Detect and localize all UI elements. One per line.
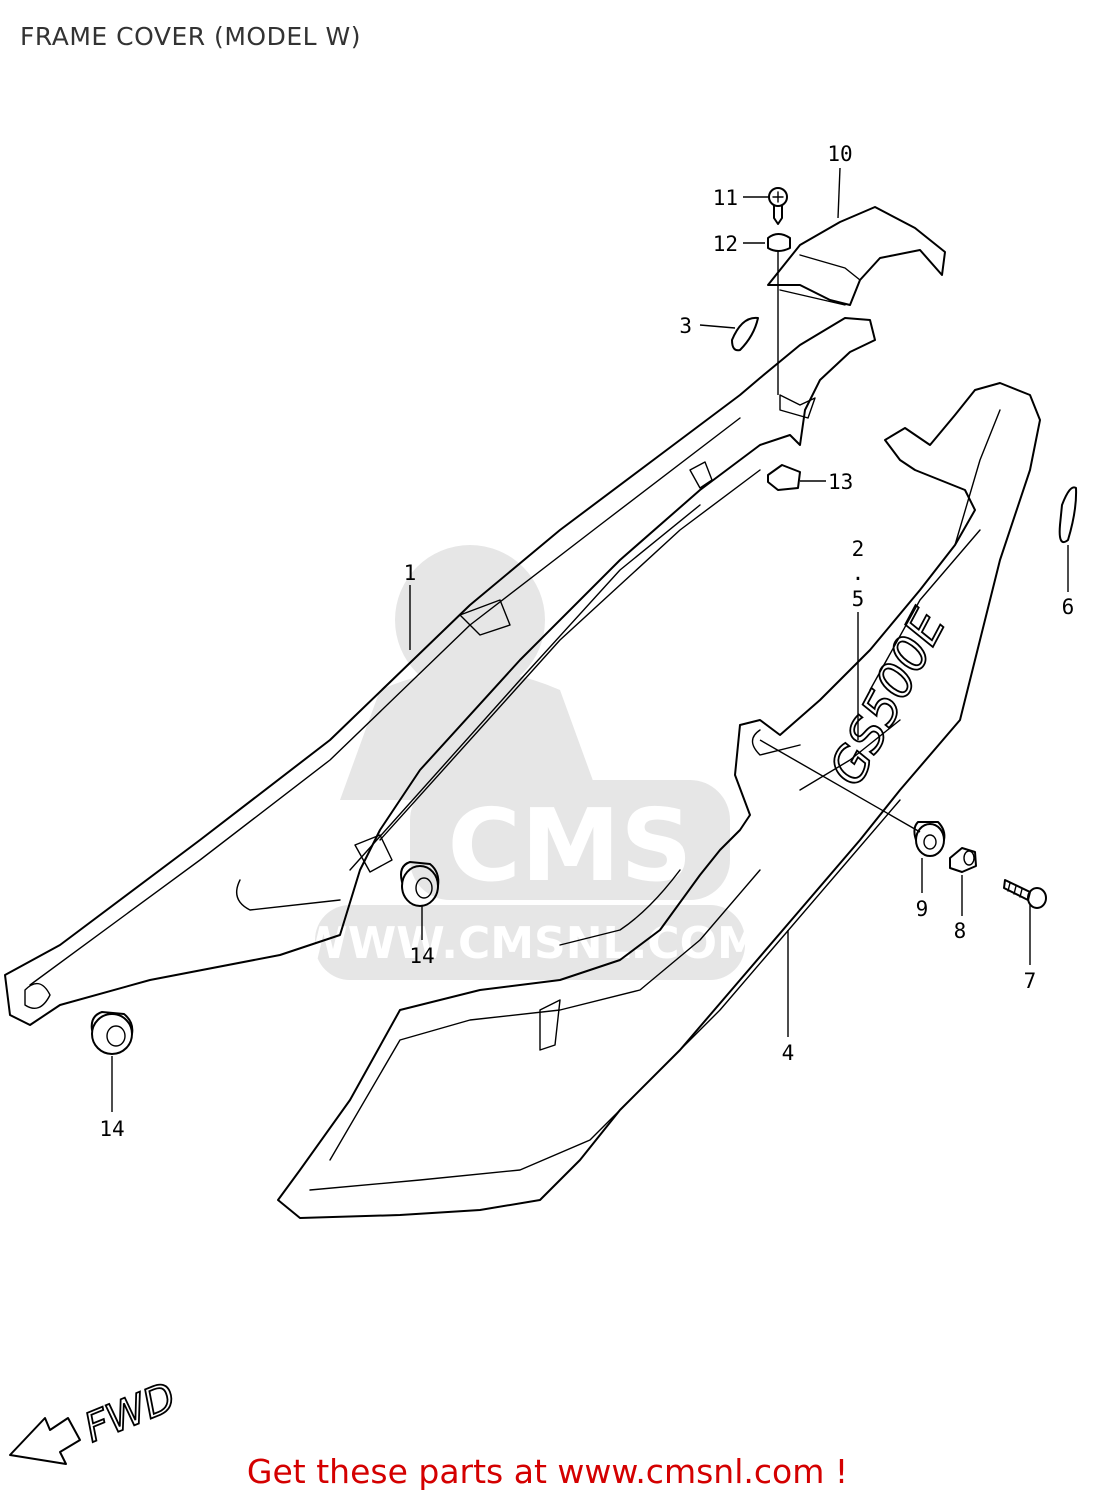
part-10-bracket bbox=[767, 206, 946, 306]
page-title: FRAME COVER (MODEL W) bbox=[20, 22, 361, 51]
callout-separator-dot: . bbox=[852, 561, 865, 585]
callout-1: 1 bbox=[404, 561, 417, 585]
watermark-url-text: WWW.CMSNL.COM bbox=[299, 918, 761, 969]
part-3-clip bbox=[731, 316, 759, 352]
callout-10: 10 bbox=[827, 142, 852, 166]
callout-5: 5 bbox=[852, 587, 865, 611]
part-12-nut bbox=[767, 233, 791, 252]
part-6-emblem bbox=[1058, 486, 1078, 544]
callout-8: 8 bbox=[954, 919, 967, 943]
watermark-mascot-head bbox=[395, 545, 545, 695]
callout-2: 2 bbox=[852, 537, 865, 561]
callouts: 10 11 12 3 13 1 2 . 5 6 9 8 7 14 14 4 bbox=[99, 142, 1074, 1141]
part-14-grommet-lower bbox=[90, 1011, 134, 1055]
callout-13: 13 bbox=[828, 470, 853, 494]
watermark: CMS WWW.CMSNL.COM bbox=[299, 545, 761, 980]
callout-7: 7 bbox=[1024, 969, 1037, 993]
watermark-logo-text: CMS bbox=[448, 787, 693, 904]
promo-link[interactable]: Get these parts at www.cmsnl.com ! bbox=[246, 1452, 849, 1491]
watermark-logo-box bbox=[410, 780, 730, 900]
callout-6: 6 bbox=[1062, 595, 1075, 619]
part-8-collar bbox=[949, 847, 977, 873]
part-7-bolt bbox=[1003, 879, 1047, 909]
part-1-frame-cover bbox=[4, 250, 876, 1026]
fwd-arrow-icon bbox=[9, 1417, 81, 1465]
fwd-indicator: FWD bbox=[9, 1373, 183, 1465]
part-11-screw bbox=[768, 187, 788, 225]
leader-lines bbox=[111, 167, 1069, 1112]
callout-9: 9 bbox=[916, 897, 929, 921]
callout-12: 12 bbox=[713, 232, 738, 256]
callout-4: 4 bbox=[782, 1041, 795, 1065]
part-9-grommet bbox=[913, 821, 946, 857]
callout-14-upper: 14 bbox=[409, 944, 434, 968]
part-14-grommet-upper bbox=[400, 861, 440, 907]
callout-3: 3 bbox=[679, 314, 692, 338]
callout-14-lower: 14 bbox=[99, 1117, 124, 1141]
part-13-nut bbox=[767, 464, 801, 491]
callout-11: 11 bbox=[713, 186, 738, 210]
fwd-label: FWD bbox=[78, 1374, 182, 1452]
